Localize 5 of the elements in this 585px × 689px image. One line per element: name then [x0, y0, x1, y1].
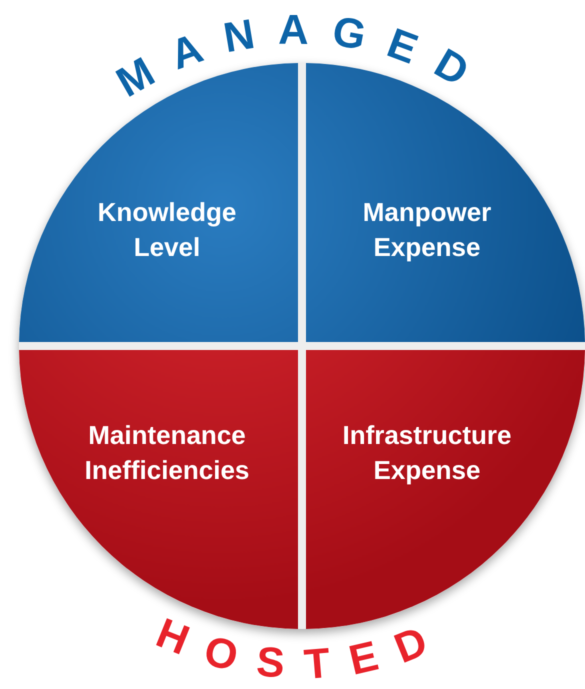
segment-label: Maintenance Inefficiencies: [84, 419, 250, 487]
segment-label: Manpower Expense: [362, 196, 492, 264]
segment-label: Infrastructure Expense: [341, 419, 513, 487]
bottom-arc-label: HOSTED: [150, 608, 454, 688]
segment-label: Knowledge Level: [96, 196, 238, 264]
